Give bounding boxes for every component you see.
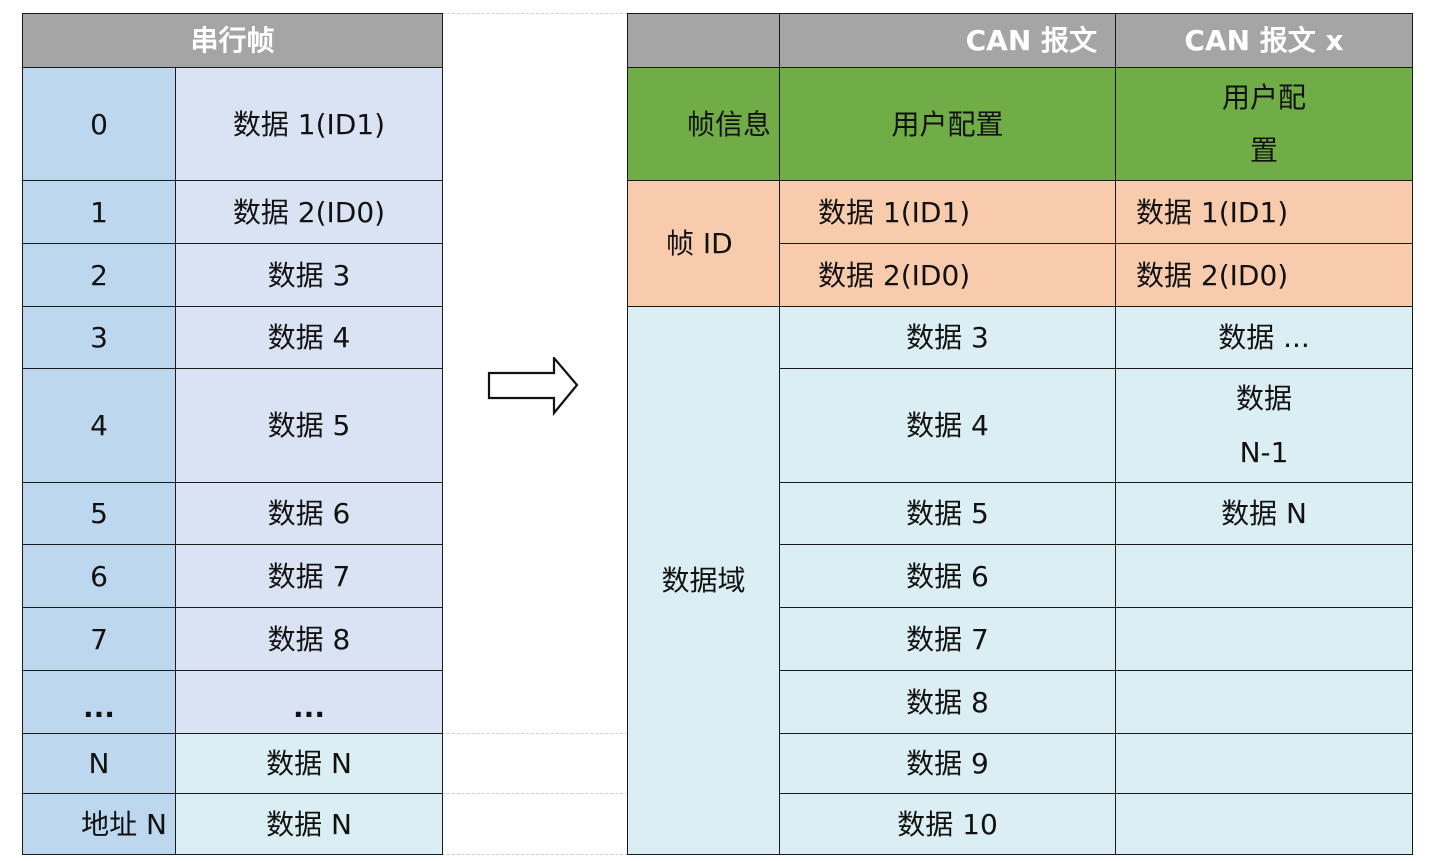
data-field-cell-x: 数据 ... [1115, 306, 1413, 369]
gridline [442, 793, 628, 794]
data-field-cell: 数据 4 [779, 368, 1116, 483]
data-field-cell-x [1115, 733, 1413, 794]
serial-data-cell: 数据 4 [174, 306, 444, 369]
serial-index-cell: 6 [22, 544, 176, 608]
can-header-empty [627, 13, 780, 68]
serial-frame-title: 串行帧 [21, 13, 444, 68]
serial-data-cell: 数据 N [174, 793, 444, 855]
frame-info-cell: 用户配置 [779, 67, 1116, 181]
frame-id-cell: 数据 1(ID1) [779, 180, 1116, 244]
serial-data-cell: 数据 1(ID1) [174, 67, 444, 181]
data-field-cell-x [1115, 793, 1413, 855]
frame-info-line2: 置 [1249, 134, 1278, 167]
can-header-message-x: CAN 报文 x [1115, 13, 1413, 68]
gridline [442, 854, 628, 855]
right-arrow-icon [487, 357, 579, 417]
data-field-cell-x [1115, 607, 1413, 671]
serial-data-cell: 数据 5 [174, 368, 444, 483]
frame-info-cell-x: 用户配 置 [1115, 67, 1413, 181]
data-field-cell: 数据 5 [779, 482, 1116, 545]
frame-id-label: 帧 ID [627, 180, 780, 307]
data-field-cell: 数据 6 [779, 544, 1116, 608]
serial-index-cell: ... [22, 670, 176, 734]
frame-info-label: 帧信息 [627, 67, 780, 181]
serial-index-cell: 2 [22, 243, 176, 307]
serial-index-cell: 4 [22, 368, 176, 483]
data-field-cell: 数据 10 [779, 793, 1116, 855]
serial-frame-table: 串行帧 0 数据 1(ID1) 1 数据 2(ID0) 2 数据 3 3 数据 … [21, 13, 444, 855]
serial-index-cell: N [22, 733, 176, 794]
serial-index-cell: 地址 N [22, 793, 176, 855]
frame-id-cell-x: 数据 1(ID1) [1115, 180, 1413, 244]
serial-data-cell: 数据 6 [174, 482, 444, 545]
serial-index-cell: 0 [22, 67, 176, 181]
serial-data-cell: 数据 N [174, 733, 444, 794]
data-field-label: 数据域 [627, 306, 780, 855]
serial-data-cell: 数据 8 [174, 607, 444, 671]
data-field-cell-x: 数据 N [1115, 482, 1413, 545]
serial-data-cell: 数据 2(ID0) [174, 180, 444, 244]
serial-data-cell: 数据 7 [174, 544, 444, 608]
serial-index-cell: 3 [22, 306, 176, 369]
data-field-cell: 数据 3 [779, 306, 1116, 369]
can-frame-table: CAN 报文 CAN 报文 x 帧信息 用户配置 用户配 置 帧 ID 数据 1… [627, 13, 1413, 855]
data-field-cell-x [1115, 544, 1413, 608]
serial-index-cell: 1 [22, 180, 176, 244]
data-field-cell-x: 数据 N-1 [1115, 368, 1413, 483]
serial-index-cell: 5 [22, 482, 176, 545]
data-field-cell: 数据 9 [779, 733, 1116, 794]
frame-id-cell: 数据 2(ID0) [779, 243, 1116, 307]
data-field-cell: 数据 8 [779, 670, 1116, 734]
serial-data-cell: 数据 3 [174, 243, 444, 307]
frame-id-cell-x: 数据 2(ID0) [1115, 243, 1413, 307]
gridline [442, 13, 628, 14]
frame-info-line1: 用户配 [1221, 80, 1306, 114]
data-field-cell-x [1115, 670, 1413, 734]
data-field-cell: 数据 7 [779, 607, 1116, 671]
serial-index-cell: 7 [22, 607, 176, 671]
serial-data-cell: ... [174, 670, 444, 734]
can-header-message: CAN 报文 [779, 13, 1116, 68]
data-field-line2: N-1 [1239, 435, 1289, 469]
gridline [442, 733, 628, 734]
data-field-line1: 数据 [1235, 382, 1292, 416]
